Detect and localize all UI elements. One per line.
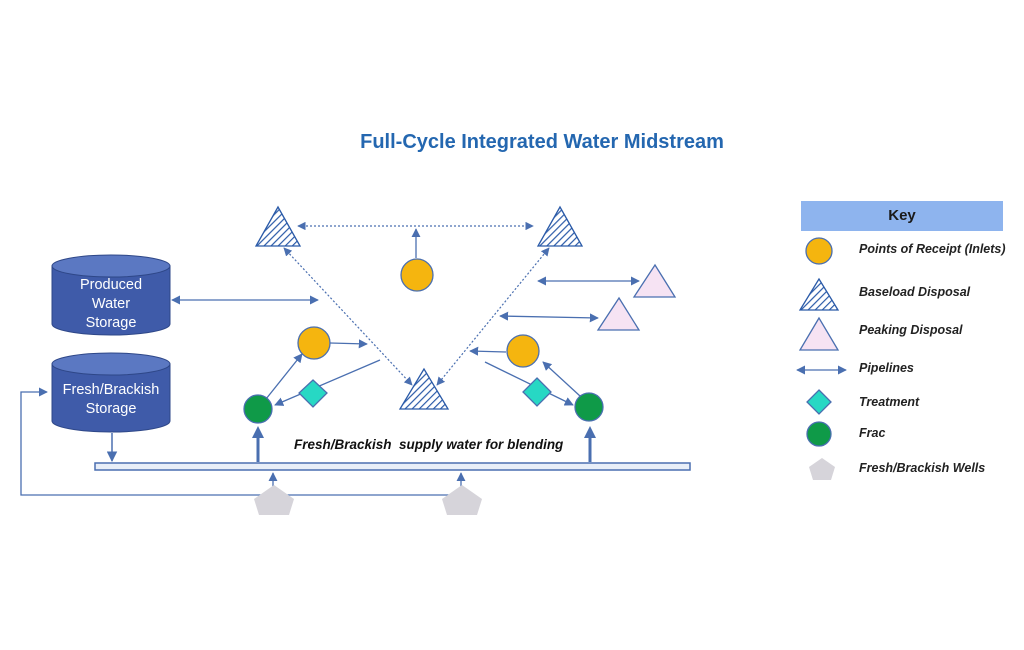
key-label-frac: Frac (859, 426, 886, 440)
right-frac-to-receipt (542, 361, 581, 397)
dotted-pipeline-left (283, 247, 413, 386)
receipt-point-left (297, 326, 331, 360)
peaking-pipeline-lower (499, 311, 599, 323)
key-label-receipt: Points of Receipt (Inlets) (859, 242, 1006, 256)
fresh-brackish-storage-label: Fresh/Brackish Storage (50, 381, 172, 419)
supply-header-pipe (94, 462, 691, 471)
supply-water-label: Fresh/Brackish supply water for blending (294, 437, 564, 452)
produced-water-storage-line-2: Water (91, 296, 131, 312)
fresh-brackish-storage-line-1: Fresh/Brackish (62, 382, 160, 398)
frac-right (574, 392, 604, 422)
baseload-disposal-top-left (254, 205, 302, 247)
key-header: Key (801, 201, 1003, 231)
left-receipt-to-pipeline (329, 339, 368, 349)
receipt-point-center (400, 258, 434, 292)
key-frac-circle-icon (806, 421, 832, 447)
key-peaking-triangle-icon (798, 316, 840, 351)
right-receipt-to-pipeline (469, 346, 507, 356)
key-label-peaking: Peaking Disposal (859, 323, 963, 337)
fresh-brackish-well-left (254, 485, 294, 515)
produced-water-storage (51, 254, 171, 336)
produced-water-storage-label: Produced Water Storage (52, 276, 170, 333)
produced-water-storage-line-1: Produced (79, 277, 143, 293)
key-label-treatment: Treatment (859, 395, 920, 409)
key-treatment-diamond-icon (806, 389, 832, 415)
treatment-left (298, 379, 328, 408)
baseload-disposal-top-right (536, 205, 584, 247)
fresh-brackish-storage (51, 352, 171, 433)
peaking-disposal-upper (632, 263, 677, 298)
key-receipt-circle-icon (805, 237, 833, 265)
frac-left (243, 394, 273, 424)
produced-water-storage-line-3: Storage (85, 315, 137, 331)
key-baseload-triangle-icon (798, 277, 840, 311)
key-label-pipelines: Pipelines (859, 361, 914, 375)
key-label-baseload: Baseload Disposal (859, 285, 971, 299)
diagram-title: Full-Cycle Integrated Water Midstream (360, 131, 724, 153)
fresh-brackish-well-right (442, 485, 482, 515)
dotted-pipeline-right (436, 247, 550, 386)
fresh-brackish-storage-line-2: Storage (85, 401, 137, 417)
recirculation-pipeline (20, 387, 475, 496)
treatment-right (522, 377, 552, 407)
right-pipeline-to-frac (484, 361, 574, 406)
peaking-disposal-lower (596, 296, 641, 331)
left-pipeline-to-frac (274, 359, 381, 406)
baseload-disposal-center (398, 367, 450, 410)
key-label-wells: Fresh/Brackish Wells (859, 461, 986, 475)
left-frac-to-receipt (265, 353, 303, 400)
receipt-point-right (506, 334, 540, 368)
key-wells-pentagon-icon (809, 458, 835, 480)
